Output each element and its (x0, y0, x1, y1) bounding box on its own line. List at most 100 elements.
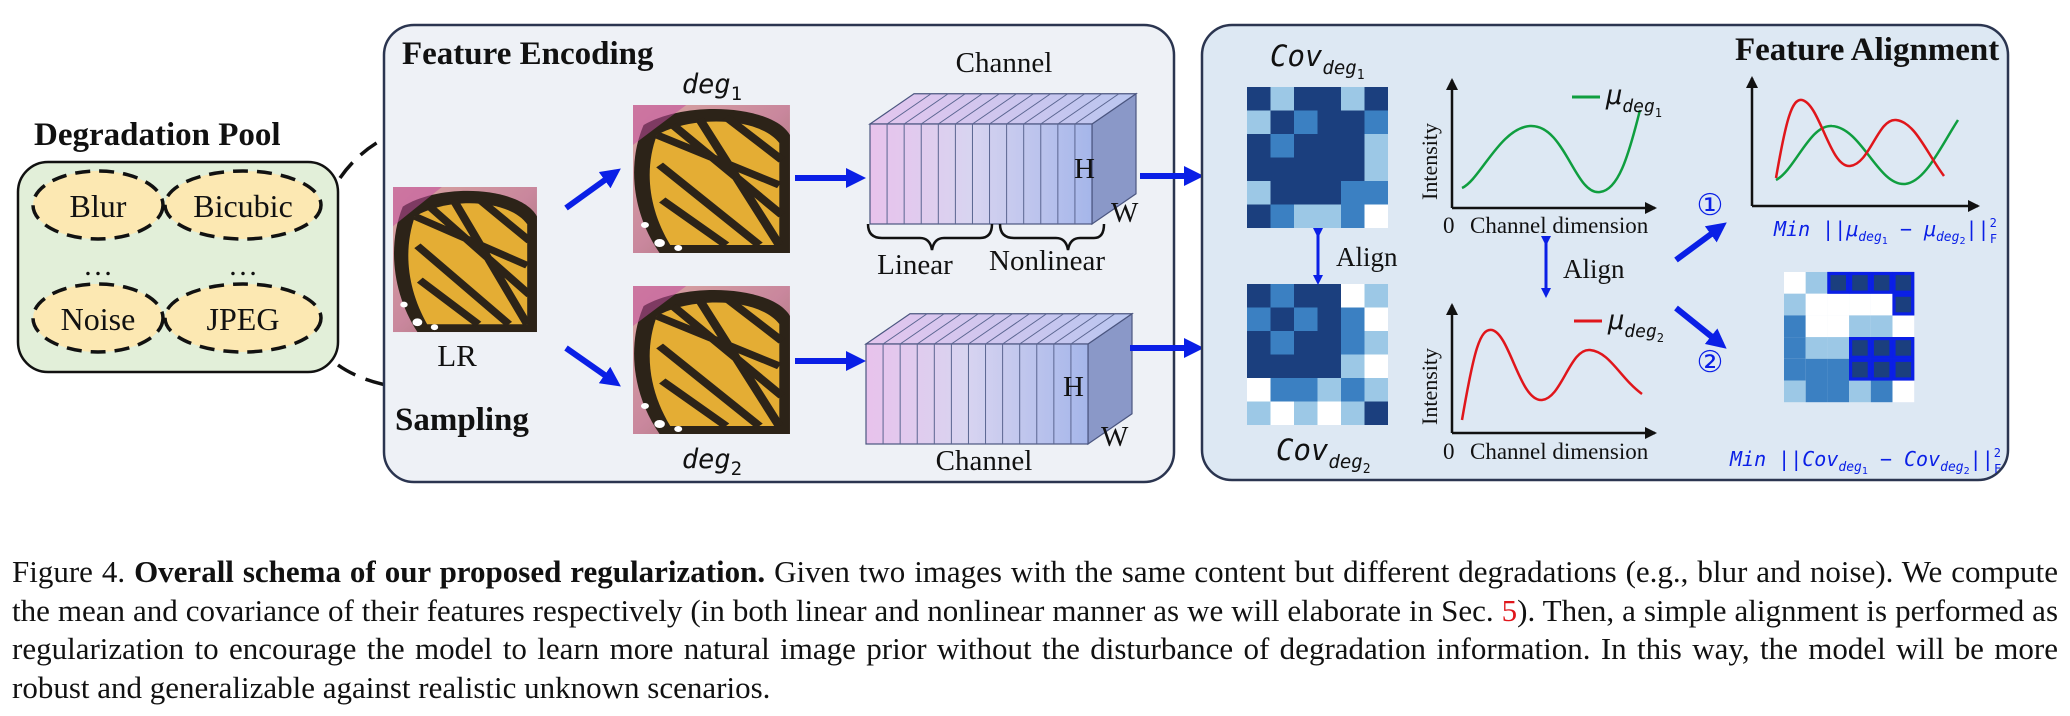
mean-overlay-plot (1746, 76, 1980, 212)
arrow-to-deg1 (564, 168, 621, 211)
cov-deg2-cell (1270, 307, 1294, 331)
cov-diff-cell (1870, 358, 1893, 381)
caption-figure-label: Figure 4. (12, 554, 126, 589)
cov-deg2-cell (1364, 284, 1388, 308)
tensor-slice-line (989, 93, 1034, 125)
cov-diff-highlight (1848, 271, 1871, 294)
cov-diff-cell (1784, 293, 1806, 316)
feature-tensor-bottom (864, 312, 1134, 446)
cov-diff-cell (1805, 358, 1828, 381)
cov-deg2-cell (1341, 354, 1365, 378)
tensor-slice-line (934, 313, 979, 345)
cov-diff-cell (1805, 293, 1828, 316)
tensor-slice-line (1074, 93, 1120, 125)
cov-deg2-cell (1247, 331, 1271, 355)
caption-section-ref[interactable]: 5 (1501, 592, 1518, 628)
cov-deg1-cell (1364, 87, 1388, 111)
h-label-bottom: H (1063, 371, 1084, 403)
cov-diff-highlight (1892, 293, 1915, 316)
cov-diff-cell (1849, 358, 1871, 381)
mean-curve-deg1 (1461, 109, 1642, 194)
cov-deg1-cell (1270, 110, 1294, 134)
cov-deg2-cell (1270, 284, 1294, 308)
tensor-slice-line (938, 93, 983, 125)
cov-deg1-cell (1247, 181, 1271, 205)
cov-diff-highlight (1892, 271, 1915, 294)
zero-label-top: 0 (1443, 213, 1455, 238)
cov-deg2-cell (1247, 354, 1271, 378)
tensor-slice-line (920, 93, 966, 125)
cov-diff-cell (1827, 293, 1850, 316)
tensor-slice-line (1036, 313, 1082, 345)
tensor-slice-line (1006, 93, 1051, 125)
pool-item-bicubic-ellipse (163, 169, 323, 241)
caption-title: Overall schema of our proposed regulariz… (134, 554, 766, 589)
cov-diff-highlight (1870, 337, 1893, 359)
feature-alignment-title: Feature Alignment (1735, 32, 1999, 68)
align-label-mean: Align (1563, 254, 1625, 284)
cov-diff-highlight (1870, 271, 1893, 294)
cov-diff-cell (1849, 293, 1871, 316)
pool-ellipsis-left: … (83, 249, 113, 282)
cov-diff-cell (1892, 358, 1915, 381)
cov-deg1-cell (1247, 110, 1271, 134)
covariance-matrix-deg2 (1247, 284, 1388, 425)
cov-deg1-cell (1364, 157, 1388, 181)
pool-item-blur: Blur (70, 188, 127, 224)
deg1-label: deg1 (682, 69, 742, 105)
tensor-slice-line (968, 313, 1013, 345)
tensor-slice-line (1040, 93, 1086, 125)
cov-deg2-cell (1247, 284, 1271, 308)
cov-deg2-cell (1270, 331, 1294, 355)
zero-label-bottom: 0 (1443, 439, 1455, 464)
pool-item-blur-ellipse (31, 169, 165, 241)
tensor-slice-line (985, 313, 1030, 345)
cov-diff-cell (1784, 337, 1806, 359)
feature-encoding-title: Feature Encoding (402, 36, 654, 72)
cov-deg2-cell (1364, 401, 1388, 425)
cov-diff-cell (1805, 380, 1828, 403)
tensor-slice-line (955, 93, 1000, 125)
intensity-label-top: Intensity (1417, 123, 1442, 200)
arrow-step-1 (1674, 222, 1727, 263)
intensity-label-bottom: Intensity (1417, 348, 1442, 425)
cov-deg1-cell (1317, 204, 1341, 228)
figure-caption: Figure 4. Overall schema of our proposed… (12, 553, 2058, 707)
cov-deg2-cell (1341, 378, 1365, 402)
pool-item-bicubic: Bicubic (193, 188, 293, 224)
cov-diff-cell (1827, 380, 1850, 403)
cov-deg2-cell (1364, 354, 1388, 378)
cov-deg1-cell (1341, 110, 1365, 134)
channel-label-top: Channel (956, 47, 1053, 79)
channel-dimension-label-bottom: Channel dimension (1470, 439, 1649, 464)
cov-deg1-cell (1341, 181, 1365, 205)
channel-dimension-label-top: Channel dimension (1470, 213, 1649, 238)
caption-body-2: ). Then, a simple alignment is performed… (12, 592, 2059, 705)
pool-ellipsis-right: … (228, 249, 258, 282)
tensor-slice-line (882, 313, 928, 345)
cov-diff-cell (1805, 272, 1828, 294)
cov-deg2-cell (1247, 378, 1271, 402)
schema-figure: Degradation Pool Blur Bicubic Noise JPEG… (16, 23, 2010, 484)
lr-image (393, 187, 537, 332)
cov-deg1-cell (1247, 87, 1271, 111)
pool-item-jpeg-ellipse (163, 282, 323, 354)
cov-deg1-cell (1317, 87, 1341, 111)
cov-deg1-cell (1270, 87, 1294, 111)
tensor-slice-line (1019, 313, 1064, 345)
cov-diff-highlight (1892, 358, 1915, 381)
cov-deg1-cell (1270, 157, 1294, 181)
arrow-step-2 (1674, 305, 1727, 349)
cov-deg1-cell (1294, 134, 1318, 158)
covariance-difference-matrix (1784, 271, 1915, 403)
deg1-image (633, 105, 790, 253)
tensor-slice-line (886, 93, 932, 125)
cov-diff-highlight (1892, 337, 1915, 359)
cov-deg1-cell (1364, 134, 1388, 158)
cov-deg1-cell (1294, 110, 1318, 134)
cov-deg1-cell (1364, 181, 1388, 205)
cov-deg2-cell (1294, 401, 1318, 425)
tensor-slice-line (1053, 313, 1099, 345)
cov-deg2-cell (1317, 284, 1341, 308)
cov-diff-cell (1827, 358, 1850, 381)
